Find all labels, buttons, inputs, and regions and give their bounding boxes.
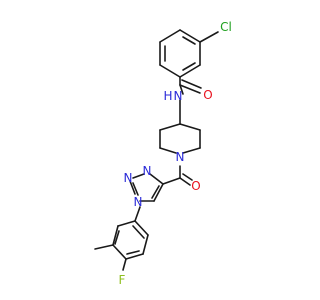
atom-triazole-n2: N: [124, 171, 133, 185]
atom-triazole-n1: N: [143, 164, 152, 178]
ketone-c-o-double-bond: [179, 177, 191, 186]
molecule-diagram: Cl O H N N O N N N F: [94, 20, 232, 287]
atom-fluorine: F: [119, 273, 126, 287]
carbonyl-triazole-bond: [162, 177, 181, 185]
c-f-bond: [122, 258, 127, 271]
atom-ketone-o: O: [191, 179, 200, 193]
atom-amide-o: O: [203, 88, 212, 102]
piperidine-ring: [159, 123, 201, 154]
atom-triazole-n3: N: [134, 195, 143, 209]
atom-piperidine-n: N: [176, 150, 185, 164]
fluoro-methylphenyl-ring: [112, 220, 149, 260]
methyl-bond: [94, 244, 114, 250]
c-cl-bond: [199, 31, 219, 43]
atom-amide-n: N: [174, 89, 183, 103]
atom-cl: Cl: [220, 20, 232, 34]
atom-amide-h: H: [163, 89, 172, 103]
n-aryl-bond: [134, 206, 141, 222]
triazole-ring: [129, 173, 164, 202]
structure-canvas: Cl O H N N O N N N F: [94, 20, 232, 287]
amide-c-o-double-bond: [179, 84, 201, 94]
chlorophenyl-ring: [159, 29, 201, 78]
carbonyl-c-n-bond: [179, 84, 184, 95]
